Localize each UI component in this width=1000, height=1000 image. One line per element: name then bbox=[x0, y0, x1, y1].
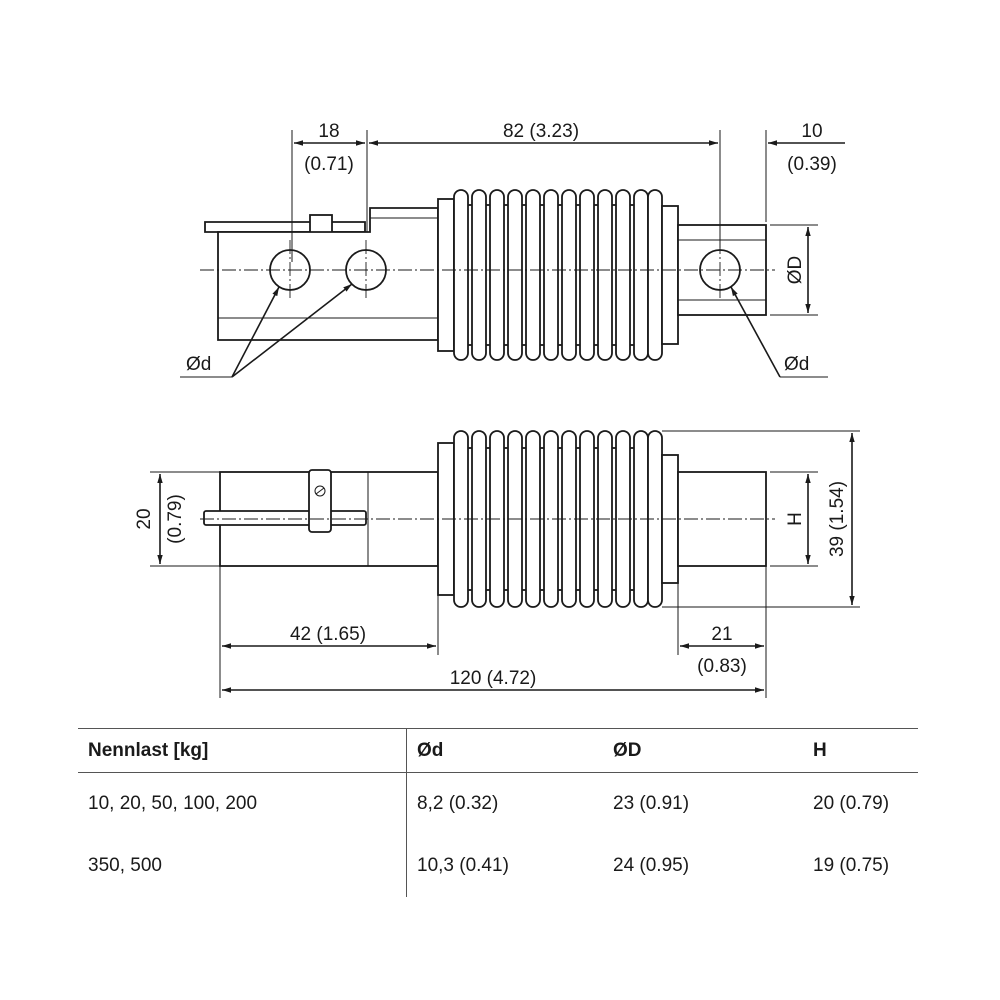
table-cell: 350, 500 bbox=[88, 855, 162, 876]
table-cell: 10,3 (0.41) bbox=[406, 835, 603, 897]
dim-10: 10 bbox=[801, 121, 822, 142]
side-dimensions: 20 (0.79) H 39 (1.54) 42 (1.65) 21 (0.83… bbox=[134, 430, 860, 698]
dim-21-inch: (0.83) bbox=[697, 656, 747, 677]
dim-20: 20 bbox=[134, 508, 155, 529]
table-cell: 24 (0.95) bbox=[613, 855, 690, 876]
top-bellows-ribs bbox=[453, 189, 663, 361]
table-row: 10, 20, 50, 100, 200 8,2 (0.32) 23 (0.91… bbox=[78, 772, 918, 835]
header-hole-diameter: Ød bbox=[406, 728, 603, 773]
dim-18-inch: (0.71) bbox=[304, 154, 354, 175]
table-cell: 20 (0.79) bbox=[813, 793, 890, 814]
dim-39: 39 (1.54) bbox=[827, 481, 848, 557]
dim-10-inch: (0.39) bbox=[787, 154, 837, 175]
dim-20-inch: (0.79) bbox=[165, 494, 186, 544]
top-left-flange bbox=[437, 198, 455, 352]
table-cell: 10, 20, 50, 100, 200 bbox=[88, 793, 258, 814]
dim-hole-diameter-left: Ød bbox=[186, 354, 211, 375]
header-outer-diameter: ØD bbox=[603, 728, 803, 773]
dim-82: 82 (3.23) bbox=[503, 121, 579, 142]
side-clip bbox=[308, 469, 332, 533]
dim-120: 120 (4.72) bbox=[450, 668, 537, 689]
table-row: 350, 500 10,3 (0.41) 24 (0.95) 19 (0.75) bbox=[78, 835, 918, 897]
dim-outer-diameter: ØD bbox=[785, 256, 806, 285]
top-view bbox=[200, 189, 775, 361]
side-view bbox=[200, 430, 775, 608]
side-cable-pin bbox=[203, 510, 367, 526]
header-nominal-load: Nennlast [kg] bbox=[78, 728, 407, 773]
top-cable-tab bbox=[204, 221, 366, 233]
dim-height-h: H bbox=[785, 512, 806, 526]
top-right-flange bbox=[661, 205, 679, 345]
dim-21: 21 bbox=[711, 624, 732, 645]
header-height: H bbox=[803, 728, 918, 773]
top-dimensions: 18 (0.71) 82 (3.23) 10 (0.39) ØD Ød Ød bbox=[180, 121, 845, 378]
spec-table: Nennlast [kg] Ød ØD H 10, 20, 50, 100, 2… bbox=[78, 728, 918, 897]
table-cell: 19 (0.75) bbox=[813, 855, 890, 876]
dim-42: 42 (1.65) bbox=[290, 624, 366, 645]
dim-hole-diameter-right: Ød bbox=[784, 354, 809, 375]
table-cell: 23 (0.91) bbox=[613, 793, 690, 814]
technical-drawing: 18 (0.71) 82 (3.23) 10 (0.39) ØD Ød Ød bbox=[134, 121, 860, 698]
table-cell: 8,2 (0.32) bbox=[406, 772, 603, 835]
dim-18: 18 bbox=[318, 121, 339, 142]
table-header-row: Nennlast [kg] Ød ØD H bbox=[78, 728, 918, 773]
